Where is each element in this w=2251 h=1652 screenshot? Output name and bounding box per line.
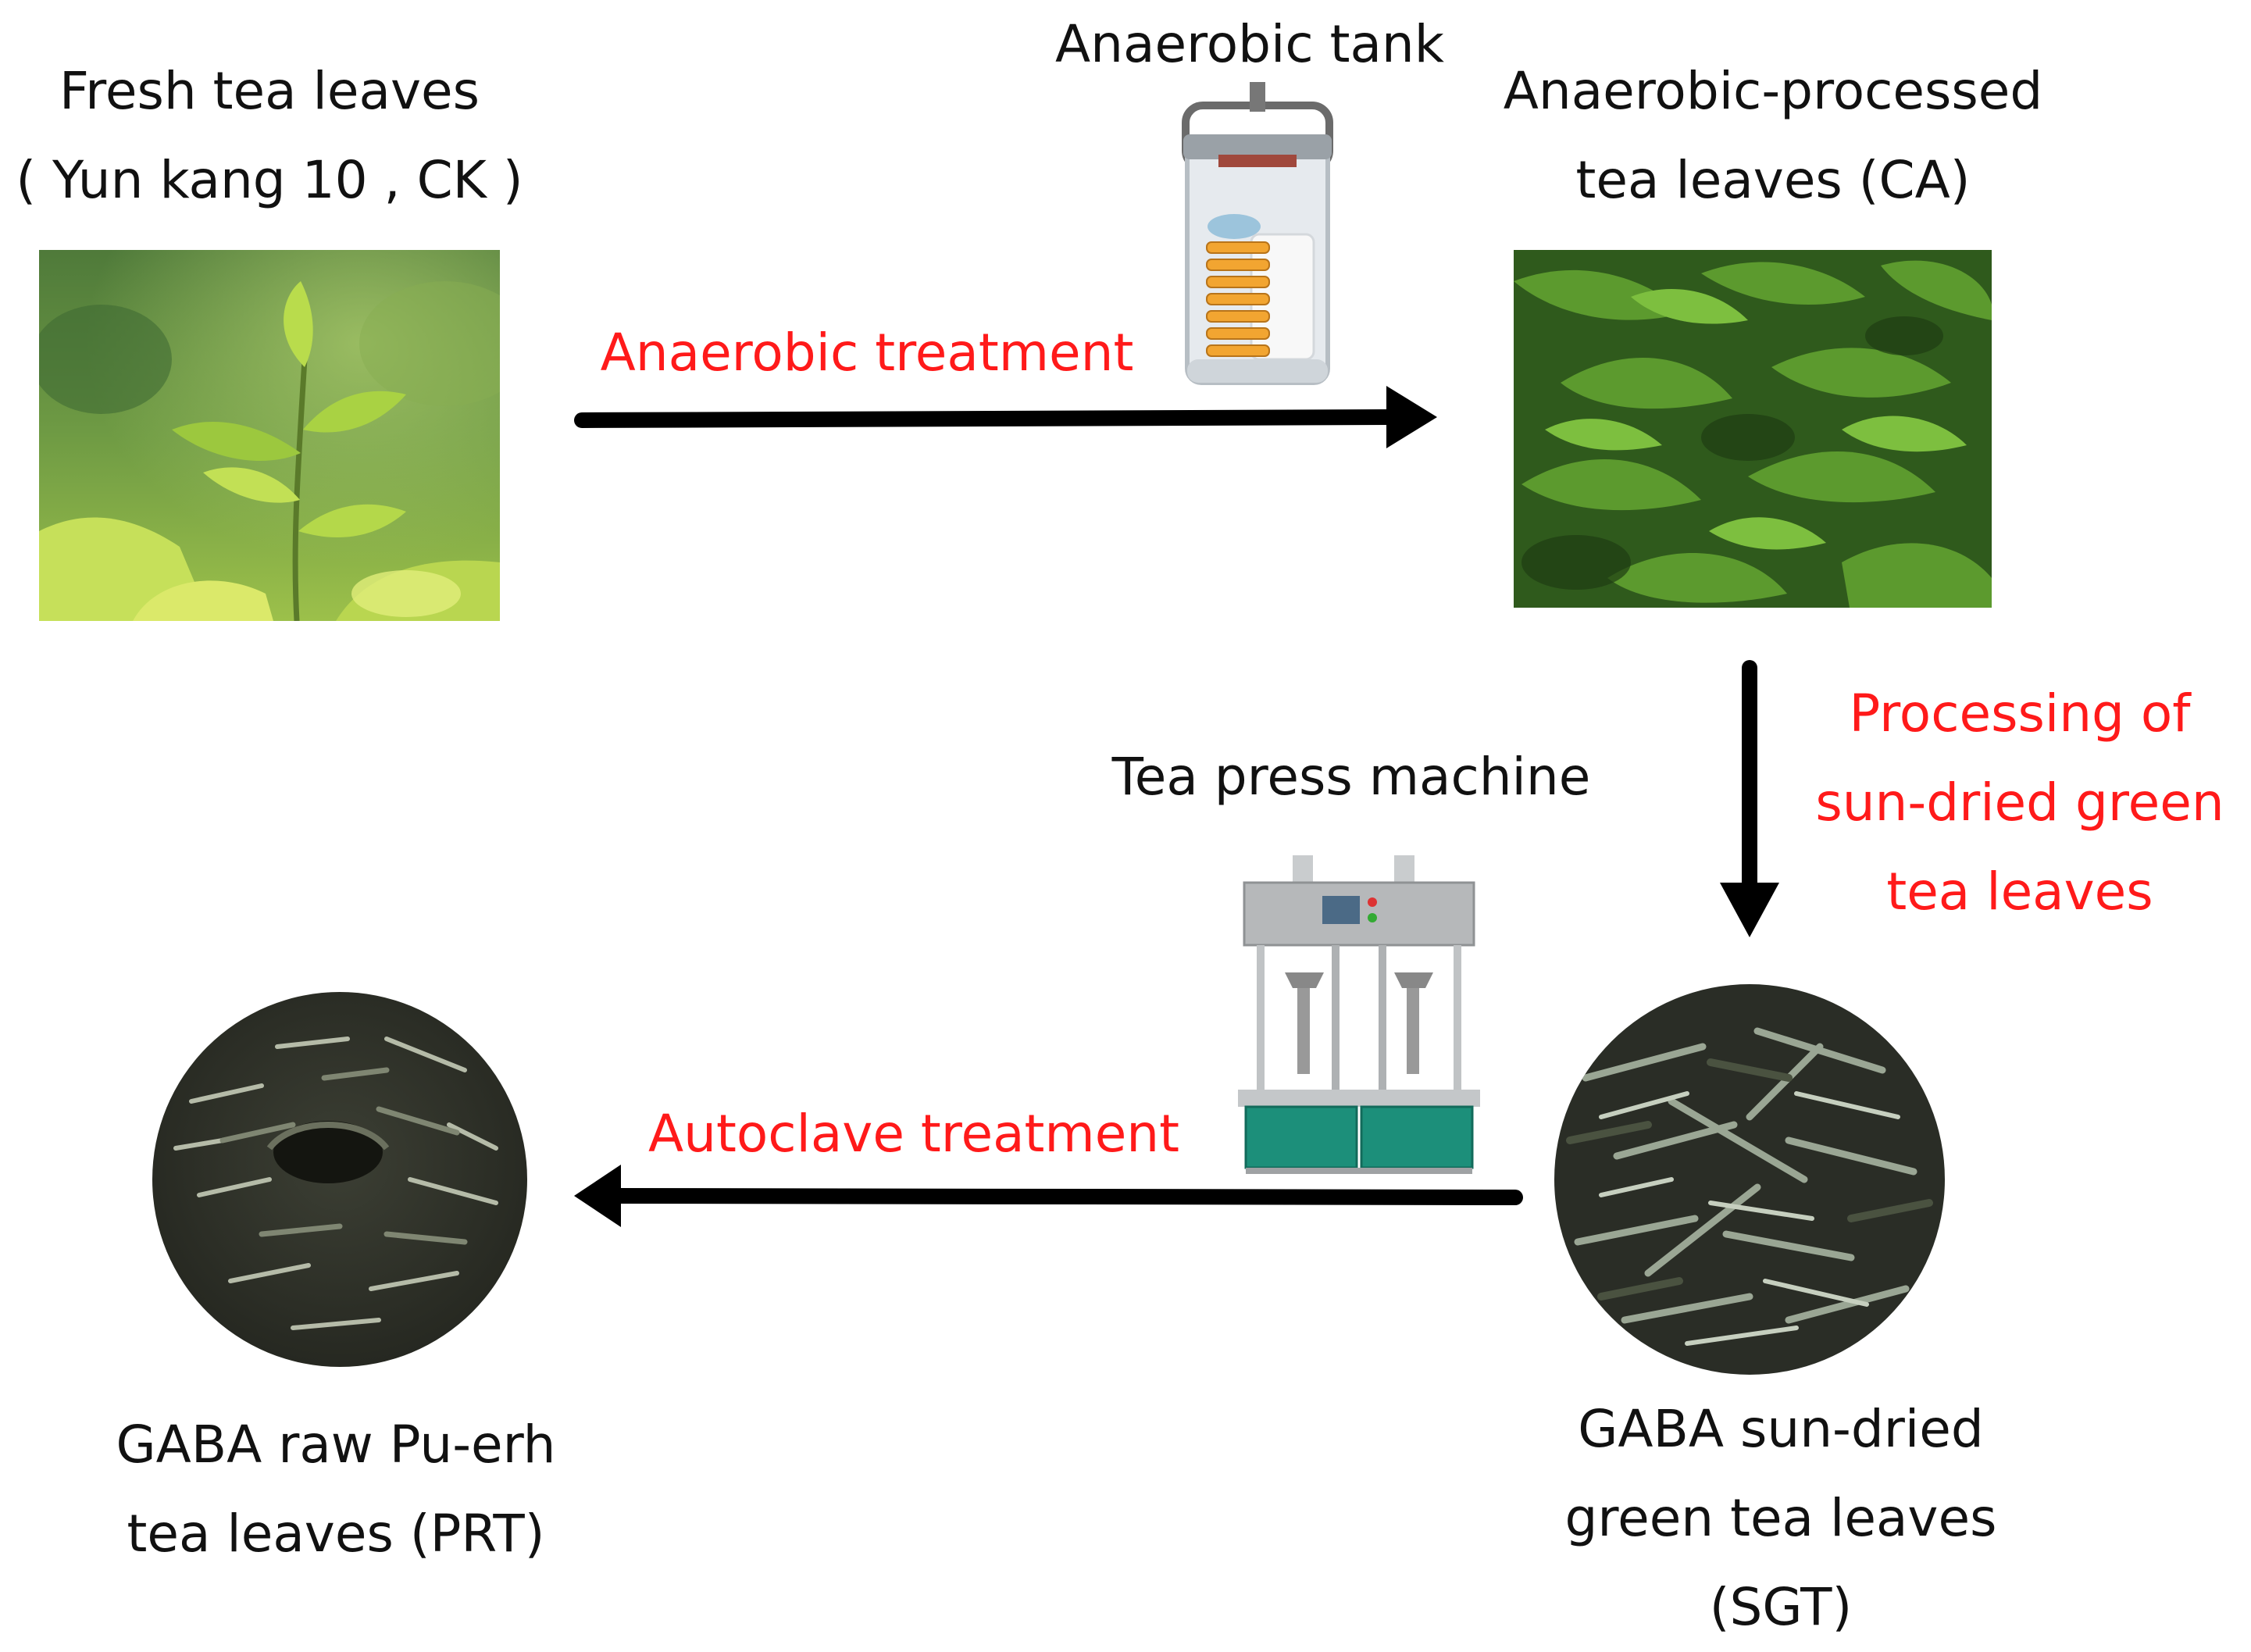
sgt-label: GABA sun-dried green tea leaves (SGT) <box>1484 1385 2078 1652</box>
fresh-leaves-title: Fresh tea leaves <box>59 61 480 121</box>
anaerobic-treatment-label: Anaerobic treatment <box>600 323 1134 383</box>
anaerobic-leaves-photo <box>1514 250 1992 608</box>
sgt-title: GABA sun-dried <box>1578 1399 1984 1459</box>
sgt-subtitle: green tea leaves <box>1564 1488 1997 1548</box>
tea-press-label: Tea press machine <box>1111 747 1591 807</box>
prt-code: tea leaves (PRT) <box>127 1504 545 1564</box>
anaerobic-leaves-title: Anaerobic-processed <box>1503 61 2043 121</box>
autoclave-treatment-label: Autoclave treatment <box>647 1104 1180 1164</box>
fresh-leaves-label: Fresh tea leaves ( Yun kang 10 , CK ) <box>0 47 539 225</box>
arrow-left <box>574 1165 1523 1227</box>
anaerobic-tank-image <box>1164 78 1351 398</box>
processing-line-2: sun-dried green <box>1815 772 2224 833</box>
sgt-tea-leaves-photo <box>1554 984 1945 1375</box>
anaerobic-tank-label: Anaerobic tank <box>1055 14 1444 74</box>
arrow-down <box>1720 660 1779 937</box>
processing-line-1: Processing of <box>1849 683 2191 744</box>
arrow-right <box>574 386 1437 448</box>
tea-press-machine-image <box>1238 855 1480 1176</box>
processing-step-label: Processing of sun-dried green tea leaves <box>1789 669 2251 937</box>
processing-line-3: tea leaves <box>1886 862 2153 922</box>
fresh-leaves-variety: ( Yun kang 10 , CK ) <box>16 150 523 210</box>
anaerobic-leaves-label: Anaerobic-processed tea leaves (CA) <box>1468 47 2078 225</box>
prt-label: GABA raw Pu-erh tea leaves (PRT) <box>62 1400 609 1579</box>
prt-title: GABA raw Pu-erh <box>116 1415 556 1475</box>
anaerobic-leaves-code: tea leaves (CA) <box>1575 150 1971 210</box>
fresh-tea-leaves-photo <box>39 250 500 621</box>
sgt-code: (SGT) <box>1709 1577 1853 1637</box>
prt-tea-cake-photo <box>152 992 527 1367</box>
